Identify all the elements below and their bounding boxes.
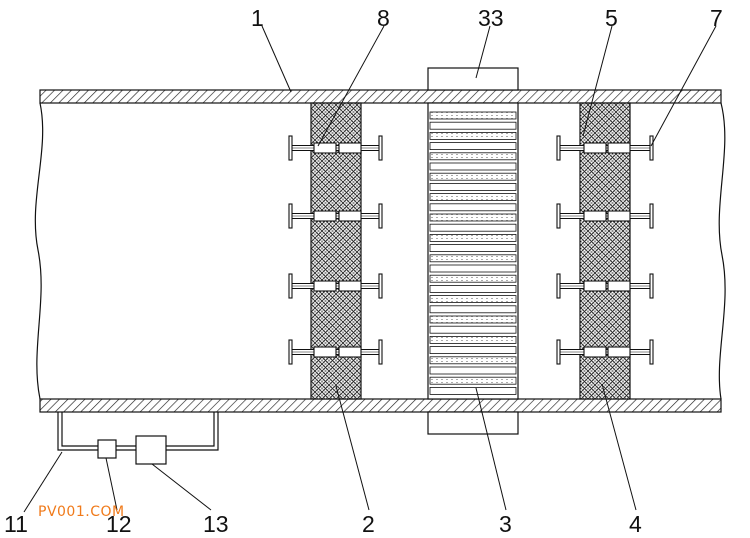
label-8: 8 — [377, 5, 390, 31]
leader-lines — [23, 25, 717, 513]
bolt-nut — [607, 346, 631, 358]
slat — [429, 223, 517, 232]
bolt-nut — [313, 346, 337, 358]
bolt-end-plate — [556, 135, 561, 161]
bolt-end-plate — [649, 339, 654, 365]
bolt-group-left — [288, 135, 383, 365]
label-1: 1 — [251, 5, 264, 31]
bolt-end-plate — [649, 203, 654, 229]
label-4: 4 — [629, 511, 642, 537]
slat — [429, 386, 517, 395]
label-2: 2 — [362, 511, 375, 537]
housing-33-bottom — [427, 411, 519, 435]
bolt-end-plate — [556, 339, 561, 365]
slat — [429, 284, 517, 293]
slat — [429, 233, 517, 242]
bolt-nut — [338, 210, 362, 222]
component-12 — [97, 439, 117, 459]
label-33: 33 — [478, 5, 504, 31]
slat — [429, 274, 517, 283]
bolt-assembly — [288, 339, 383, 365]
external-circuit — [57, 412, 219, 451]
bolt-assembly — [556, 273, 654, 299]
bolt-end-plate — [378, 135, 383, 161]
label-11: 11 — [4, 511, 28, 537]
component-13 — [135, 435, 167, 465]
slat — [429, 295, 517, 304]
bolt-nut — [313, 210, 337, 222]
pipe-top-wall — [39, 89, 722, 104]
slat — [429, 142, 517, 151]
housing-33-top — [427, 67, 519, 91]
bolt-nut — [313, 280, 337, 292]
watermark: PV001.COM — [38, 504, 125, 520]
bolt-end-plate — [378, 203, 383, 229]
slat — [429, 203, 517, 212]
slat — [429, 111, 517, 120]
slat — [429, 152, 517, 161]
label-13: 13 — [203, 511, 229, 537]
slat — [429, 356, 517, 365]
slat — [429, 315, 517, 324]
bolt-assembly — [556, 135, 654, 161]
bolt-end-plate — [288, 135, 293, 161]
bolt-nut — [583, 346, 607, 358]
bolt-nut — [607, 142, 631, 154]
bolt-end-plate — [378, 339, 383, 365]
bolt-nut — [338, 142, 362, 154]
slat — [429, 182, 517, 191]
bolt-end-plate — [556, 203, 561, 229]
bolt-nut — [583, 142, 607, 154]
bolt-nut — [583, 210, 607, 222]
label-7: 7 — [710, 5, 723, 31]
bolt-nut — [607, 210, 631, 222]
bolt-assembly — [288, 135, 383, 161]
slat — [429, 193, 517, 202]
slat — [429, 121, 517, 130]
slat — [429, 254, 517, 263]
bolt-nut — [338, 280, 362, 292]
slat — [429, 366, 517, 375]
bolt-nut — [583, 280, 607, 292]
slat — [429, 346, 517, 355]
slat — [429, 131, 517, 140]
bolt-group-right — [556, 135, 654, 365]
bolt-nut — [338, 346, 362, 358]
label-5: 5 — [605, 5, 618, 31]
bolt-assembly — [556, 203, 654, 229]
bolt-end-plate — [556, 273, 561, 299]
slat — [429, 162, 517, 171]
slat — [429, 335, 517, 344]
slat — [429, 264, 517, 273]
bolt-end-plate — [378, 273, 383, 299]
slat — [429, 244, 517, 253]
bolt-nut — [313, 142, 337, 154]
bolt-end-plate — [649, 135, 654, 161]
right-break-line — [718, 102, 726, 400]
bolt-assembly — [288, 203, 383, 229]
bolt-end-plate — [288, 203, 293, 229]
bolt-nut — [607, 280, 631, 292]
left-break-line — [34, 102, 44, 400]
slat — [429, 325, 517, 334]
pipe-bottom-wall — [39, 398, 722, 413]
bolt-end-plate — [288, 273, 293, 299]
bolt-assembly — [556, 339, 654, 365]
core-3-slats — [429, 111, 517, 395]
slat — [429, 172, 517, 181]
label-3: 3 — [499, 511, 512, 537]
bolt-end-plate — [649, 273, 654, 299]
slat — [429, 305, 517, 314]
slat — [429, 376, 517, 385]
slat — [429, 213, 517, 222]
bolt-assembly — [288, 273, 383, 299]
bolt-end-plate — [288, 339, 293, 365]
label-12: 12 — [106, 511, 132, 537]
